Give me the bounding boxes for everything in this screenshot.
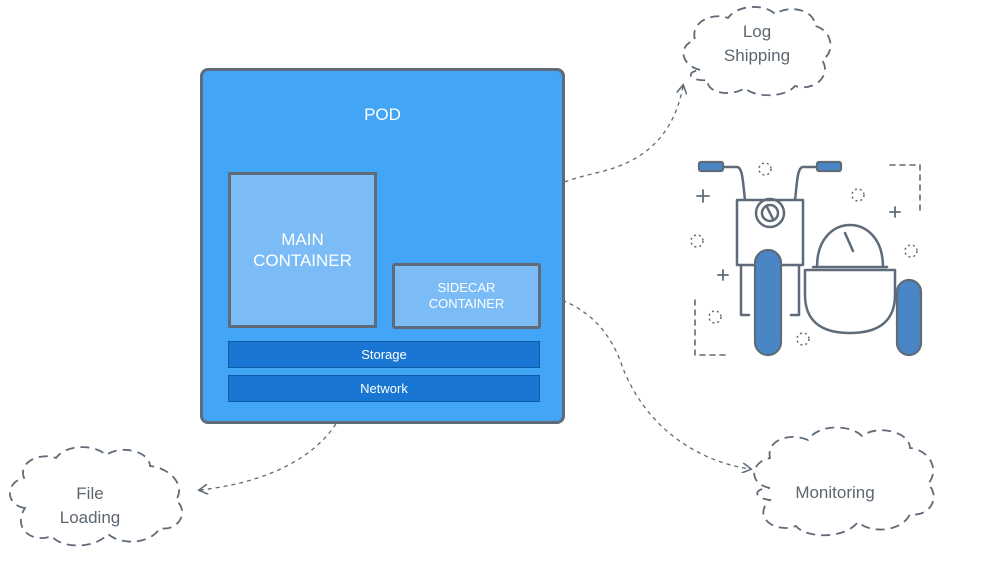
pod-box: POD MAIN CONTAINER SIDECAR CONTAINER Sto…	[200, 68, 565, 424]
cloud-log-shipping	[682, 6, 832, 97]
sidecar-container-line2: CONTAINER	[428, 296, 505, 311]
motorcycle-sidecar-icon	[690, 160, 923, 357]
pod-title: POD	[364, 105, 401, 124]
cloud-file-loading-label: File Loading	[45, 482, 135, 530]
cloud-file-loading	[8, 446, 183, 547]
file-loading-line2: Loading	[59, 508, 121, 527]
sidecar-container-line1: SIDECAR	[437, 280, 496, 295]
storage-bar: Storage	[228, 341, 540, 368]
log-shipping-line1: Log	[742, 22, 772, 41]
cloud-monitoring	[753, 426, 935, 537]
file-loading-line1: File	[76, 484, 104, 503]
cloud-monitoring-label: Monitoring	[775, 481, 895, 505]
main-container-line2: CONTAINER	[253, 251, 352, 270]
sidecar-container-box: SIDECAR CONTAINER	[392, 263, 541, 329]
main-container-box: MAIN CONTAINER	[228, 172, 377, 328]
cloud-log-shipping-label: Log Shipping	[712, 20, 802, 68]
main-container-line1: MAIN	[281, 230, 324, 249]
network-bar: Network	[228, 375, 540, 402]
monitoring-line1: Monitoring	[795, 483, 875, 502]
log-shipping-line2: Shipping	[723, 46, 791, 65]
